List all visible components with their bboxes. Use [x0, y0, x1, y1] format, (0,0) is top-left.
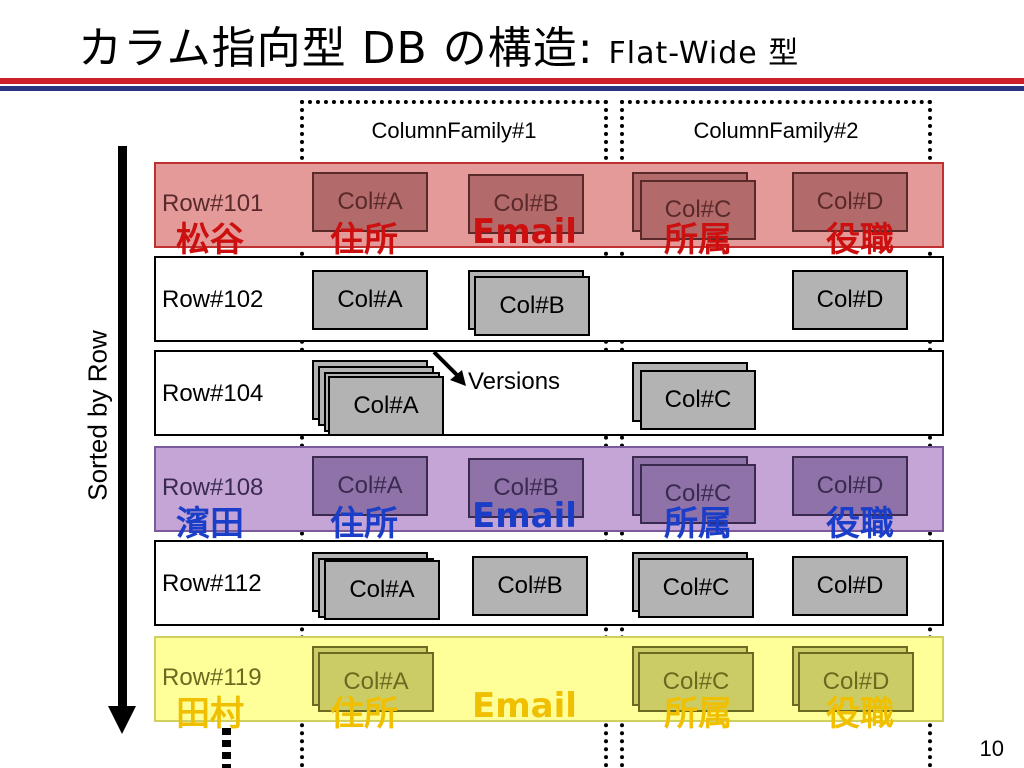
overlay-affiliation: 所属 [664, 220, 732, 260]
cell-col-b: Col#B [468, 458, 584, 518]
title-rule-red [0, 78, 1024, 84]
cell-col-c: Col#C [638, 558, 754, 618]
overlay-position: 役職 [826, 220, 894, 260]
page-number: 10 [979, 736, 1004, 761]
overlay-name: 松谷 [176, 220, 244, 260]
cell-col-d: Col#D [798, 652, 914, 712]
row-label: Row#101 [162, 190, 264, 217]
cell-col-c: Col#C [640, 180, 756, 240]
row-label: Row#108 [162, 474, 264, 501]
overlay-name: 濱田 [176, 504, 244, 544]
overlay-email: Email [472, 496, 577, 536]
overlay-email: Email [472, 686, 577, 726]
versions-arrow-icon [432, 350, 466, 386]
cell-col-d: Col#D [792, 172, 908, 232]
overlay-position: 役職 [826, 694, 894, 734]
row-label: Row#119 [162, 664, 262, 691]
sorted-by-row-label: Sorted by Row [82, 330, 113, 501]
cell-col-d: Col#D [792, 270, 908, 330]
cell-col-a: Col#A [312, 456, 428, 516]
cell-col-d: Col#D [792, 456, 908, 516]
cell-col-b: Col#B [474, 276, 590, 336]
cell-col-c: Col#C [640, 464, 756, 524]
column-family-2-label: ColumnFamily#2 [693, 118, 859, 143]
cell-col-d: Col#D [792, 556, 908, 616]
sorted-arrow-head [108, 706, 136, 734]
cell-col-b: Col#B [468, 174, 584, 234]
overlay-name: 田村 [176, 694, 244, 734]
row-label: Row#104 [162, 380, 264, 407]
slide-title: カラム指向型 DB の構造: Flat-Wide 型 [78, 12, 800, 74]
cell-col-a: Col#A [324, 560, 440, 620]
cell-col-c: Col#C [638, 652, 754, 712]
cell-col-a: Col#A [318, 652, 434, 712]
title-main: カラム指向型 DB の構造: [78, 23, 609, 74]
overlay-affiliation: 所属 [664, 504, 732, 544]
cell-col-a: Col#A [312, 270, 428, 330]
row-104 [154, 350, 944, 436]
row-label: Row#102 [162, 286, 264, 313]
overlay-address: 住所 [330, 694, 398, 734]
overlay-affiliation: 所属 [664, 694, 732, 734]
overlay-position: 役職 [826, 504, 894, 544]
sorted-arrow [118, 146, 127, 710]
versions-label: Versions [468, 368, 561, 395]
title-suffix: Flat-Wide 型 [608, 36, 800, 71]
cell-col-b: Col#B [472, 556, 588, 616]
cell-col-a: Col#A [328, 376, 444, 436]
cell-col-c: Col#C [640, 370, 756, 430]
column-family-1-label: ColumnFamily#1 [371, 118, 537, 143]
overlay-email: Email [472, 212, 577, 252]
title-rule-navy [0, 86, 1024, 91]
row-label: Row#112 [162, 570, 262, 597]
overlay-address: 住所 [330, 504, 398, 544]
cell-col-a: Col#A [312, 172, 428, 232]
overlay-address: 住所 [330, 220, 398, 260]
continuation-dots [222, 728, 231, 768]
